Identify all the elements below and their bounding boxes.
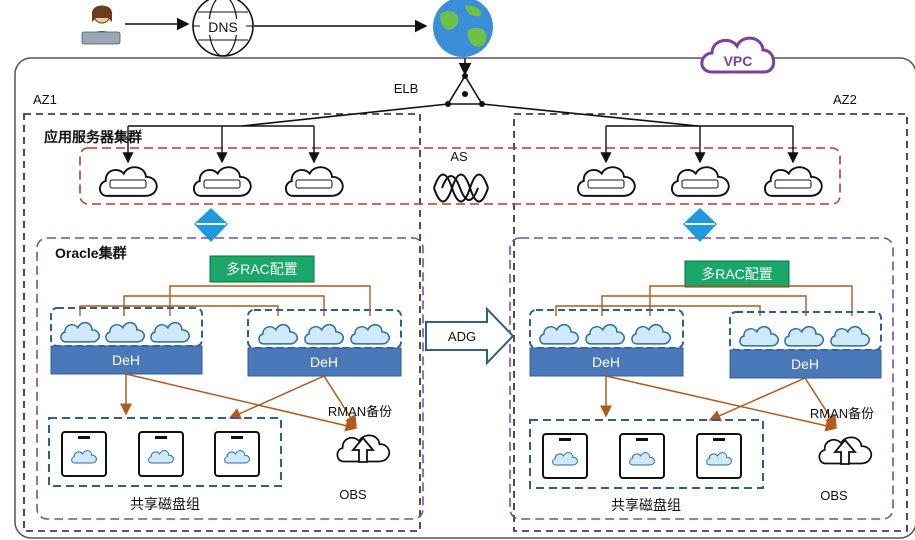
disk-icon <box>619 433 665 479</box>
oracle-cluster-az2 <box>509 237 894 520</box>
rman-backup-label: RMAN备份 <box>328 404 392 419</box>
deh-node-group <box>50 307 203 347</box>
app-server-icon <box>763 166 823 197</box>
vpc-label: VPC <box>724 53 753 69</box>
app-cluster-label: 应用服务器集群 <box>44 129 142 145</box>
disk-icon <box>542 433 588 479</box>
deh-label: DeH <box>112 352 140 368</box>
deh-label: DeH <box>310 354 338 370</box>
app-server-icon <box>192 166 252 197</box>
rac-config-badge <box>684 260 790 288</box>
az1-zone <box>23 113 421 532</box>
disk-icon <box>696 433 742 479</box>
app-server-icon <box>576 166 636 197</box>
deh-node-group <box>729 311 882 351</box>
app-server-icon <box>98 166 158 197</box>
deh-bar <box>529 347 684 377</box>
user-icon <box>81 5 121 45</box>
app-server-cluster-frame <box>79 147 841 205</box>
auto-scaling-icon <box>433 173 489 203</box>
shared-disk-group-az1 <box>48 417 282 487</box>
app-server-icon <box>670 166 730 197</box>
vpc-frame <box>14 57 915 539</box>
deh-bar <box>50 345 203 375</box>
rac-interconnect-lines <box>79 285 371 316</box>
adg-label: ADG <box>448 329 476 344</box>
disk-icon <box>61 431 107 477</box>
shared-disk-label: 共享磁盘组 <box>130 496 200 512</box>
rac-config-label: 多RAC配置 <box>226 261 298 277</box>
shared-disk-group-az2 <box>529 419 764 489</box>
deh-label: DeH <box>592 354 620 370</box>
obs-label: OBS <box>820 488 848 503</box>
disk-icon <box>138 431 184 477</box>
dns-icon: DNS <box>192 0 254 57</box>
rac-config-badge <box>209 255 315 283</box>
obs-label: OBS <box>339 487 367 502</box>
elb-icon <box>445 73 485 107</box>
internet-globe-icon <box>433 0 493 57</box>
disk-icon <box>214 431 260 477</box>
elb-label: ELB <box>394 81 419 96</box>
storage-connection-lines <box>600 375 838 432</box>
az1-label: AZ1 <box>33 92 57 107</box>
app-server-icon <box>284 166 344 197</box>
sync-arrow-icon <box>683 208 717 242</box>
as-label: AS <box>450 149 468 164</box>
deh-label: DeH <box>791 356 819 372</box>
rac-config-label: 多RAC配置 <box>701 266 773 282</box>
sync-arrow-icon <box>194 208 228 242</box>
adg-replication-arrow: ADG <box>425 306 515 366</box>
az2-label: AZ2 <box>833 92 857 107</box>
storage-connection-lines <box>120 373 358 432</box>
obs-upload-cloud-icon <box>818 436 873 465</box>
az2-zone <box>513 113 908 532</box>
shared-disk-label: 共享磁盘组 <box>611 497 681 513</box>
obs-upload-cloud-icon <box>336 434 391 463</box>
oracle-cluster-az1 <box>36 237 424 520</box>
rman-backup-label: RMAN备份 <box>810 406 874 421</box>
vpc-cloud-badge: VPC <box>700 36 776 74</box>
dns-label: DNS <box>208 19 238 35</box>
oracle-cluster-label: Oracle集群 <box>55 245 127 261</box>
